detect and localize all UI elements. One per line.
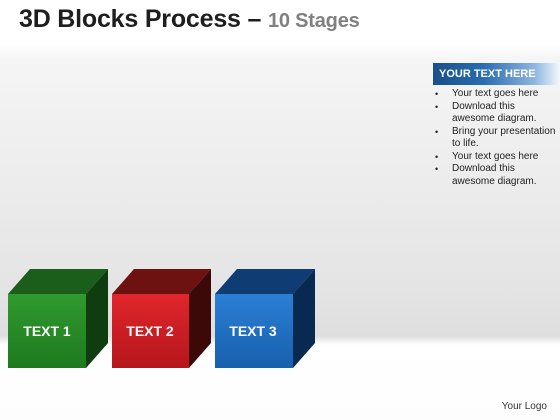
block-3: TEXT 3 bbox=[215, 269, 315, 368]
text-panel-header: YOUR TEXT HERE bbox=[433, 63, 560, 85]
bullet-item: Your text goes here bbox=[433, 151, 560, 164]
bullet-list: Your text goes here Download this awesom… bbox=[433, 88, 560, 188]
title-separator: – bbox=[247, 5, 262, 33]
block-1: TEXT 1 bbox=[8, 269, 108, 368]
text-panel: YOUR TEXT HERE Your text goes here Downl… bbox=[433, 63, 560, 188]
block-2-front bbox=[112, 294, 189, 368]
block-3-label: TEXT 3 bbox=[229, 323, 277, 339]
block-2: TEXT 2 bbox=[112, 269, 211, 368]
block-1-top bbox=[8, 269, 108, 294]
block-3-top bbox=[215, 269, 315, 294]
block-3-front bbox=[215, 294, 293, 368]
block-2-label: TEXT 2 bbox=[126, 323, 174, 339]
bullet-item: Download this awesome diagram. bbox=[433, 101, 560, 126]
block-3-side bbox=[293, 269, 315, 368]
logo-text: Your Logo bbox=[501, 401, 547, 412]
block-2-top bbox=[112, 269, 211, 294]
bullet-item: Download this awesome diagram. bbox=[433, 163, 560, 188]
block-2-side bbox=[189, 269, 211, 368]
block-1-label: TEXT 1 bbox=[23, 323, 71, 339]
title-main: 3D Blocks Process bbox=[19, 5, 241, 33]
page-title: 3D Blocks Process – 10 Stages bbox=[19, 5, 360, 34]
title-subtitle: 10 Stages bbox=[267, 10, 360, 32]
block-1-front bbox=[8, 294, 86, 368]
block-1-side bbox=[86, 269, 108, 368]
bullet-item: Your text goes here bbox=[433, 88, 560, 101]
bullet-item: Bring your presentation to life. bbox=[433, 126, 560, 151]
